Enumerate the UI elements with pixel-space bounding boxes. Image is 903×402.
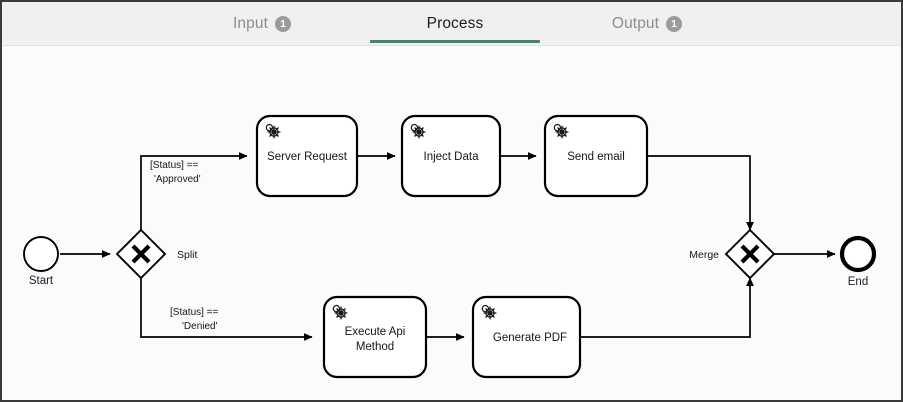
end-event-label: End xyxy=(848,276,868,288)
server-request-box[interactable] xyxy=(255,114,359,198)
tab-input[interactable]: Input 1 xyxy=(182,2,342,46)
inject-data-label: Inject Data xyxy=(424,151,480,163)
send-email-label: Send email xyxy=(567,151,625,163)
node-end[interactable]: End xyxy=(839,235,877,288)
split-gateway-label: Split xyxy=(177,249,198,261)
generate-pdf-box[interactable] xyxy=(471,295,582,379)
execute-api-label-line2: Method xyxy=(356,341,394,353)
tab-bar: Input 1 Process Output 1 xyxy=(2,2,901,46)
node-send-email[interactable]: Send email xyxy=(543,114,649,198)
inject-data-box[interactable] xyxy=(400,114,502,198)
diagram-canvas[interactable]: [Status] == 'Approved' [Status] == 'Deni… xyxy=(2,46,901,400)
gear-icon xyxy=(410,123,426,139)
tab-active-indicator xyxy=(370,40,540,43)
execute-api-label-line1: Execute Api xyxy=(345,326,406,338)
tab-input-label: Input xyxy=(233,15,268,32)
gear-icon xyxy=(332,304,348,320)
tab-process[interactable]: Process xyxy=(360,2,550,46)
edge-label-denied-line2: 'Denied' xyxy=(182,321,218,332)
tab-output[interactable]: Output 1 xyxy=(562,2,732,46)
generate-pdf-label: Generate PDF xyxy=(493,332,567,344)
flow-send-email-to-merge xyxy=(647,155,754,231)
start-event-label: Start xyxy=(29,275,54,287)
node-start[interactable]: Start xyxy=(23,236,59,287)
server-request-label: Server Request xyxy=(267,151,348,163)
edge-label-denied: [Status] == 'Denied' xyxy=(170,307,219,332)
node-generate-pdf[interactable]: Generate PDF xyxy=(471,295,582,379)
flow-split-to-execute-api xyxy=(140,278,313,341)
execute-api-box[interactable] xyxy=(322,295,428,379)
node-execute-api-method[interactable]: Execute Api Method xyxy=(322,295,428,379)
edge-label-approved-line1: [Status] == xyxy=(150,160,199,171)
merge-gateway-label: Merge xyxy=(689,249,719,261)
edge-label-approved-line2: 'Approved' xyxy=(154,174,201,185)
tab-process-label: Process xyxy=(426,15,484,32)
edge-label-approved: [Status] == 'Approved' xyxy=(150,160,201,185)
flow-generate-pdf-to-merge xyxy=(580,277,754,338)
tab-output-label: Output xyxy=(611,15,660,32)
flow-split-to-server-request xyxy=(140,152,248,230)
gear-icon xyxy=(265,123,281,139)
node-server-request[interactable]: Server Request xyxy=(255,114,359,198)
start-event-circle[interactable] xyxy=(23,236,59,272)
end-event-circle[interactable] xyxy=(839,235,877,273)
node-split-gateway[interactable]: Split xyxy=(115,228,198,280)
split-gateway-x-icon xyxy=(131,244,151,264)
edge-label-denied-line1: [Status] == xyxy=(170,307,219,318)
tab-output-badge: 1 xyxy=(666,16,683,32)
node-inject-data[interactable]: Inject Data xyxy=(400,114,502,198)
tab-input-badge: 1 xyxy=(274,16,291,32)
send-email-box[interactable] xyxy=(543,114,649,198)
flow-connectors xyxy=(60,152,836,341)
gear-icon xyxy=(553,123,569,139)
node-merge-gateway[interactable]: Merge xyxy=(689,228,776,280)
gear-icon xyxy=(481,304,497,320)
merge-gateway-x-icon xyxy=(740,244,760,264)
